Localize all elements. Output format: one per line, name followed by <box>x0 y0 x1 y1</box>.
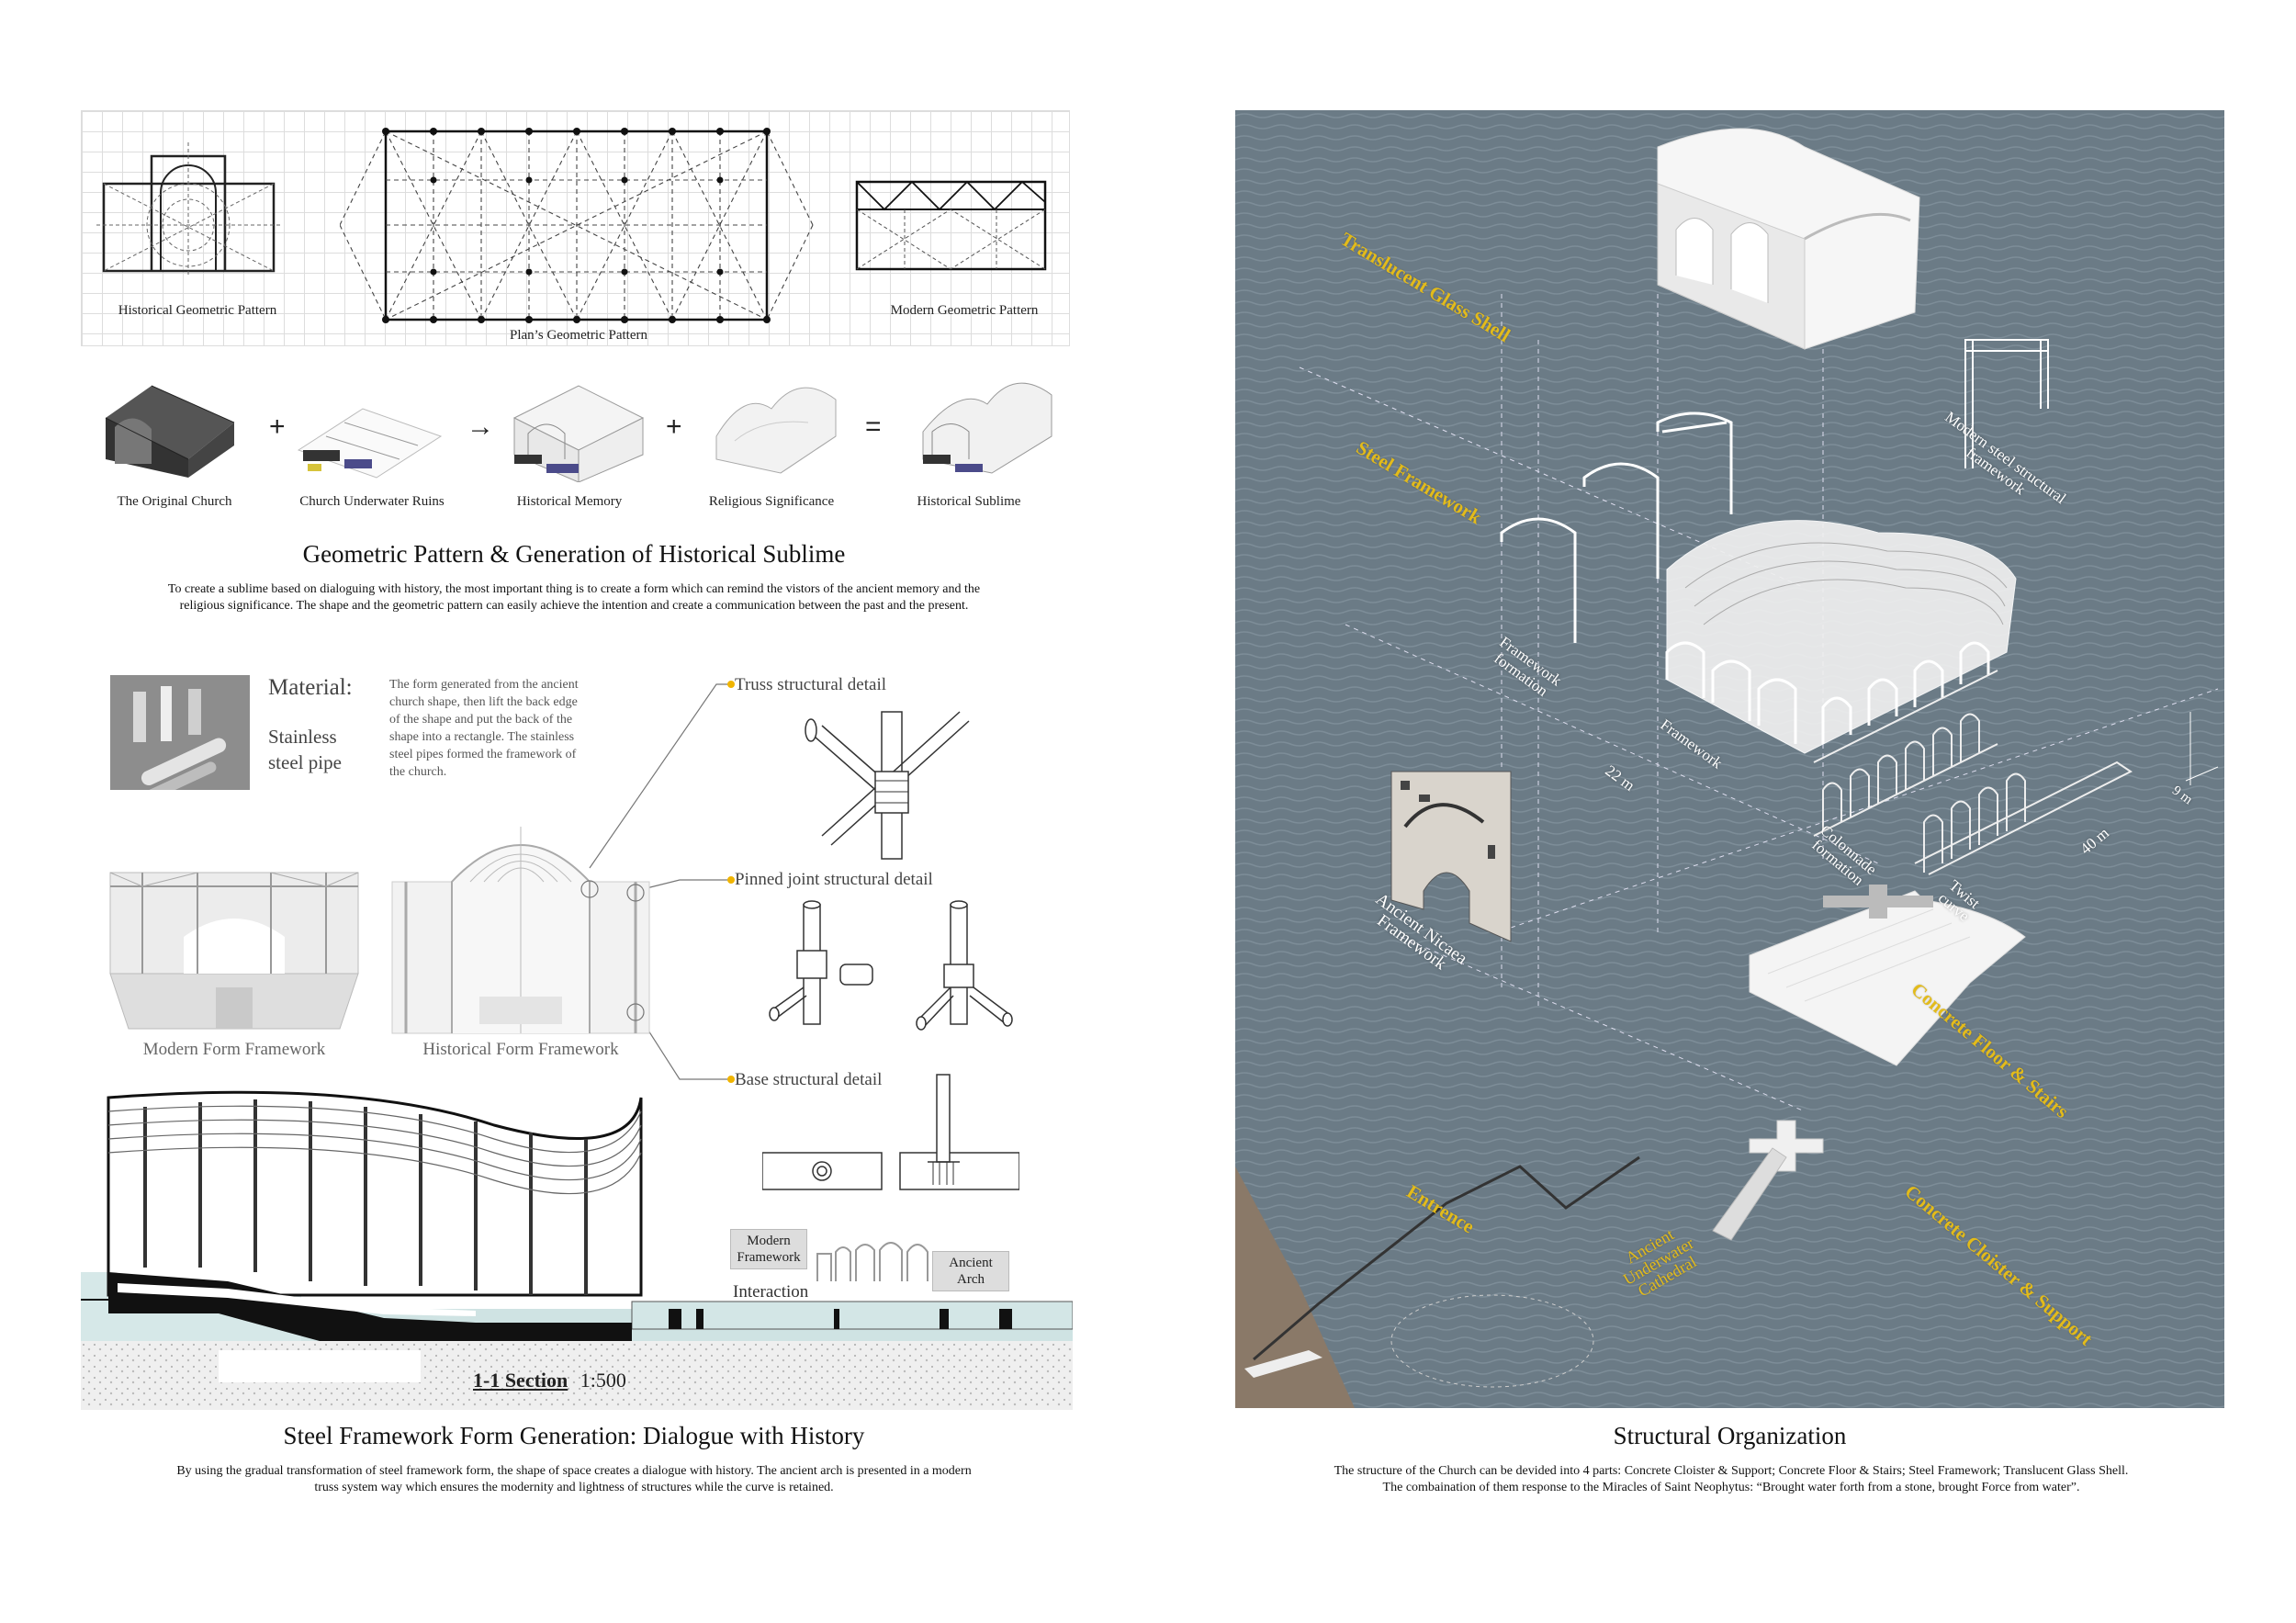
material-label: Material: <box>268 675 353 700</box>
section1-desc-2: religious significance. The shape and th… <box>179 599 969 613</box>
detail-truss-label: Truss structural detail <box>735 675 887 694</box>
operator-plus-2: + <box>666 411 682 442</box>
section-title: 1-1 Section <box>473 1369 568 1392</box>
step-label-memory: Historical Memory <box>516 494 623 509</box>
historical-form-framework-drawing <box>391 827 650 1034</box>
modern-framework-line2: Framework <box>737 1250 801 1265</box>
section1-desc-1: To create a sublime based on dialoguing … <box>167 582 981 596</box>
ancient-arch-line1: Ancient <box>949 1256 993 1270</box>
pinned-joint-drawing-2 <box>916 900 1013 1031</box>
detail-base-label: Base structural detail <box>735 1070 883 1089</box>
material-name-2: steel pipe <box>268 751 342 773</box>
plan-pattern-drawing <box>340 128 814 323</box>
ancient-arch-line2: Arch <box>957 1272 985 1287</box>
section-scale: 1:500 <box>580 1369 626 1392</box>
original-church-image <box>105 385 235 478</box>
section2-desc-2: truss system way which ensures the moder… <box>314 1481 834 1494</box>
underwater-ruins-image <box>297 408 443 479</box>
operator-equals: = <box>865 411 882 442</box>
material-name-1: Stainless <box>268 726 337 748</box>
structural-axonometric-image <box>1235 110 2224 1408</box>
pattern-grid-panel <box>81 110 1070 346</box>
section-label: 1-1 Section 1:500 <box>473 1369 626 1392</box>
historical-memory-image <box>512 385 645 482</box>
detail-pinned-label: Pinned joint structural detail <box>735 870 933 889</box>
section2-desc-1: By using the gradual transformation of s… <box>176 1464 972 1478</box>
truss-detail-drawing <box>805 711 970 860</box>
historical-framework-label: Historical Form Framework <box>422 1040 619 1059</box>
historical-pattern-drawing <box>96 142 280 276</box>
material-text-line: shape into a rectangle. The stainless <box>389 730 575 744</box>
operator-plus-1: + <box>269 411 286 442</box>
material-text-line: church shape, then lift the back edge <box>389 695 578 709</box>
historical-pattern-label: Historical Geometric Pattern <box>118 303 277 318</box>
material-text-line: of the shape and put the back of the <box>389 713 573 727</box>
ancient-arch-box: Ancient Arch <box>932 1251 1009 1291</box>
section3-desc-1: The structure of the Church can be devid… <box>1334 1464 2129 1478</box>
base-detail-drawing <box>762 1074 1019 1190</box>
modern-framework-label: Modern Form Framework <box>142 1040 326 1059</box>
detail-leader-lines <box>589 681 735 1083</box>
modern-framework-line1: Modern <box>747 1234 791 1248</box>
interaction-arches-drawing <box>816 1242 929 1281</box>
historical-sublime-image <box>922 382 1052 474</box>
material-text-line: The form generated from the ancient <box>389 678 579 692</box>
material-text: The form generated from the ancient chur… <box>389 676 628 781</box>
steel-pipe-photo <box>110 675 250 790</box>
pinned-joint-drawing-1 <box>769 900 873 1025</box>
step-label-religious: Religious Significance <box>708 494 835 509</box>
section3-desc-2: The combaination of them response to the… <box>1382 1481 2080 1494</box>
modern-pattern-label: Modern Geometric Pattern <box>890 303 1039 318</box>
step-label-sublime: Historical Sublime <box>917 494 1021 509</box>
operator-arrow: → <box>467 411 494 442</box>
religious-significance-image <box>715 387 837 474</box>
material-text-line: steel pipes formed the framework of <box>389 748 577 761</box>
section3-title: Structural Organization <box>1613 1422 1847 1449</box>
step-label-original: The Original Church <box>117 494 232 509</box>
step-label-ruins: Church Underwater Ruins <box>299 494 445 509</box>
interaction-label: Interaction <box>733 1282 809 1302</box>
section2-title: Steel Framework Form Generation: Dialogu… <box>283 1422 865 1449</box>
material-text-line: the church. <box>389 765 447 779</box>
plan-pattern-label: Plan’s Geometric Pattern <box>510 328 647 343</box>
section-drawing <box>81 1090 1073 1410</box>
modern-form-framework-drawing <box>109 872 359 1030</box>
modern-pattern-drawing <box>855 180 1047 271</box>
modern-framework-box: Modern Framework <box>730 1229 807 1269</box>
section1-title: Geometric Pattern & Generation of Histor… <box>302 540 846 568</box>
